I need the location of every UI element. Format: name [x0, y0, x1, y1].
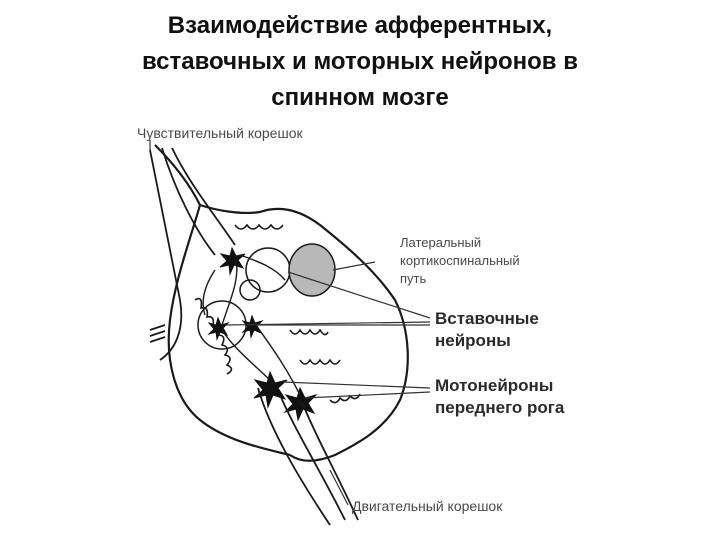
label-lateral-tract-3: путь [400, 271, 426, 286]
label-interneurons-2: нейроны [435, 331, 511, 350]
motoneuron-star-1 [253, 370, 288, 409]
label-motoneurons-2: переднего рога [435, 398, 565, 417]
label-lateral-tract-1: Латеральный [400, 235, 481, 250]
pointer-lines [149, 140, 431, 506]
page-title: Взаимодействие афферентных, вставочных и… [0, 8, 720, 116]
title-line-1: Взаимодействие афферентных, [167, 12, 553, 39]
label-sensory-root: Чувствительный корешок [137, 125, 303, 141]
motor-root-fibres [257, 387, 359, 526]
grey-matter-border [194, 223, 361, 404]
internal-fibres [202, 254, 301, 396]
interneuron-circles [197, 247, 291, 350]
title-line-2: вставочных и моторных нейронов в [142, 48, 578, 75]
label-lateral-tract-2: кортикоспинальный [400, 253, 520, 268]
motoneuron-star-2 [283, 386, 318, 422]
label-interneurons-1: Вставочные [435, 309, 539, 328]
label-motoneurons-1: Мотонейроны [435, 376, 553, 395]
lateral-corticospinal-tract [288, 243, 336, 297]
sensory-neuron-star [219, 246, 246, 276]
neuron-bodies [207, 246, 318, 422]
interneuron-star-1 [207, 316, 230, 341]
sensory-root-fibres [149, 147, 236, 361]
label-motor-root: Двигательный корешок [352, 498, 503, 514]
interneuron-star-2 [241, 314, 264, 339]
spinal-cord-outline [154, 144, 409, 462]
title-line-3: спинном мозге [271, 84, 449, 111]
